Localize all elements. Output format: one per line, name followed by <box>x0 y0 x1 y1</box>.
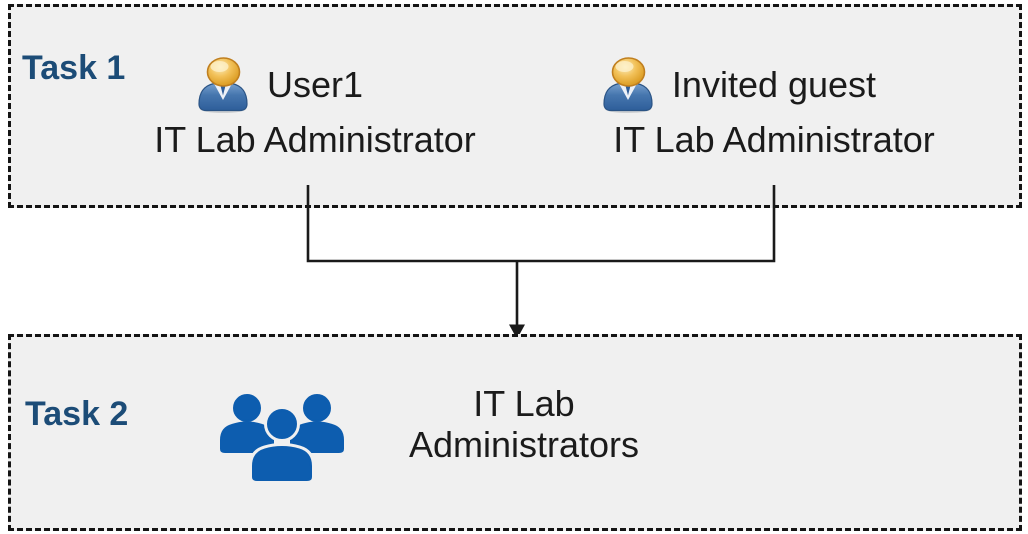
person-group-user1: User1 IT Lab Administrator <box>115 57 515 161</box>
person2-name-row: Invited guest <box>574 57 974 113</box>
single-user-icon <box>600 57 658 113</box>
task2-label: Task 2 <box>25 395 129 434</box>
task1-box <box>8 4 1022 208</box>
single-user-icon <box>195 57 253 113</box>
person1-name-row: User1 <box>115 57 515 113</box>
person2-name: Invited guest <box>671 64 877 105</box>
person1-role: IT Lab Administrator <box>154 119 476 160</box>
group-name: IT Lab Administrators <box>408 383 640 465</box>
person-group-invited-guest: Invited guest IT Lab Administrator <box>574 57 974 161</box>
person2-role: IT Lab Administrator <box>613 119 935 160</box>
user-group-icon <box>218 393 346 484</box>
person1-name: User1 <box>266 64 364 105</box>
task1-label: Task 1 <box>22 49 126 88</box>
task2-box <box>8 334 1022 531</box>
